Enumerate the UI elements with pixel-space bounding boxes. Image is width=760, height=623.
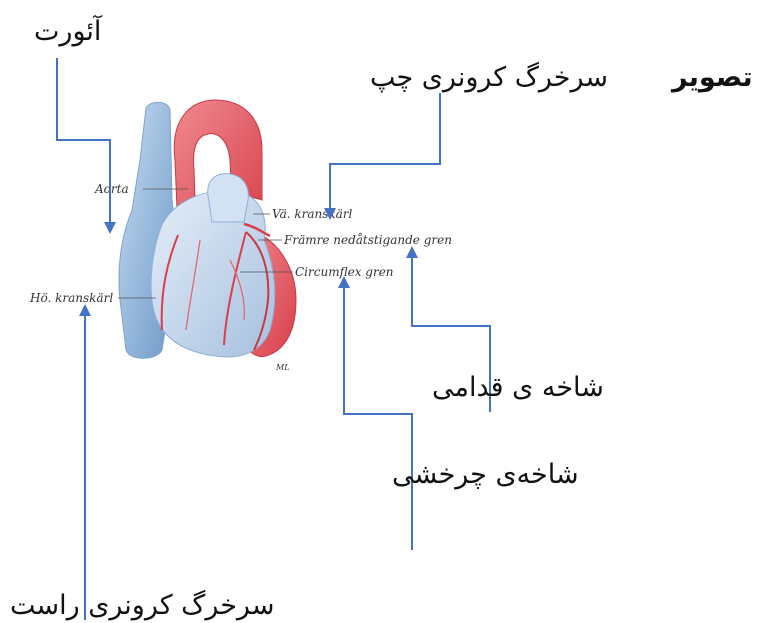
aorta-label: آئورت — [34, 18, 101, 45]
left-coronary-label: سرخرگ کرونری چپ — [370, 64, 608, 91]
circumflex-branch-label: شاخه‌ی چرخشی — [392, 461, 579, 488]
left-coronary-illustration-label: Vä. kranskärl — [272, 207, 353, 221]
right-coronary-illustration-label: Hö. kranskärl — [29, 291, 113, 305]
anterior-branch-label: شاخه ی قدامی — [432, 374, 604, 401]
anterior-branch-illustration-label: Främre nedåtstigande gren — [283, 232, 452, 247]
pulmonary-trunk-shape — [208, 174, 249, 222]
left-coronary-arrow — [330, 93, 440, 214]
circumflex-branch-arrow — [344, 282, 412, 550]
aorta-arrow — [57, 58, 110, 228]
right-coronary-label: سرخرگ کرونری راست — [10, 592, 274, 619]
artist-signature: ML — [275, 363, 290, 372]
figure-caption-word: تصویر — [672, 64, 753, 91]
aorta-illustration-label: Aorta — [94, 182, 129, 196]
circumflex-illustration-label: Circumflex gren — [295, 265, 394, 279]
